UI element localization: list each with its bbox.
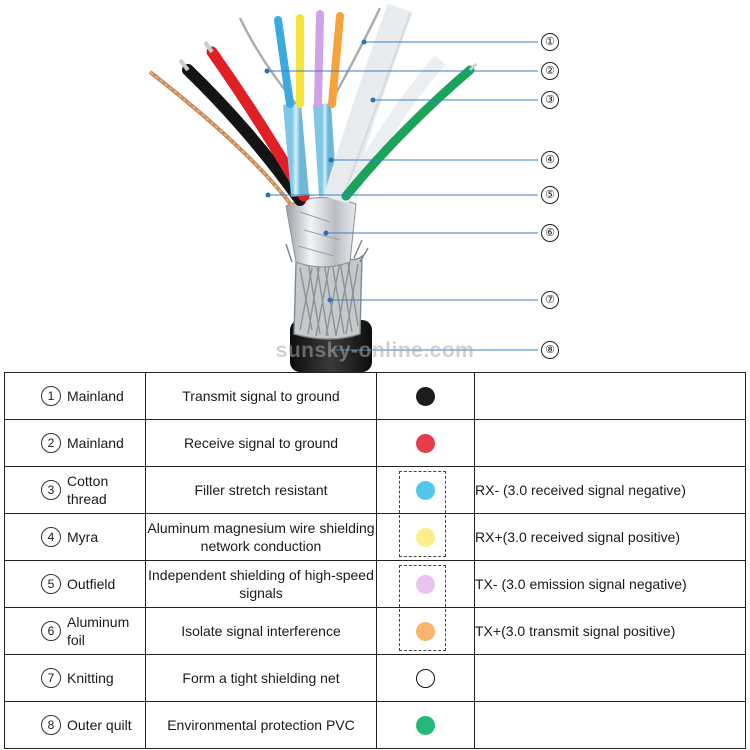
component-cell: 5 Outfield — [4, 560, 146, 608]
table-row: 8 Outer quilt Environmental protection PVC — [4, 701, 746, 749]
component-name: Outfield — [67, 576, 116, 592]
signal-note — [474, 701, 746, 749]
table-row: 4 Myra Aluminum magnesium wire shielding n… — [4, 513, 746, 561]
cotton-filler — [323, 3, 413, 204]
callout-5: ⑤ — [541, 186, 559, 204]
callout-8: ⑧ — [541, 341, 559, 359]
callout-2: ② — [541, 62, 559, 80]
table-row: 7 Knitting Form a tight shielding net — [4, 654, 746, 702]
component-name: Mainland — [67, 388, 124, 404]
row-number-badge: 7 — [41, 668, 61, 688]
component-cell: 2 Mainland — [4, 419, 146, 467]
color-cell — [376, 560, 475, 608]
shield-pair-left — [283, 103, 309, 197]
component-name: Aluminum foil — [67, 614, 130, 648]
row-number-badge: 1 — [41, 386, 61, 406]
function-description: Independent shielding of high-speed sign… — [145, 560, 377, 608]
function-description: Form a tight shielding net — [145, 654, 377, 702]
color-cell — [376, 372, 475, 420]
wire-color-swatch — [416, 433, 435, 453]
signal-note — [474, 372, 746, 420]
wire-color-swatch — [416, 715, 435, 735]
table-row: 5 Outfield Independent shielding of high-s… — [4, 560, 746, 608]
color-cell — [376, 654, 475, 702]
copper-wire — [148, 70, 294, 208]
signal-note: TX+(3.0 transmit signal positive) — [474, 607, 746, 655]
component-name: Myra — [67, 529, 99, 545]
function-description: Environmental protection PVC — [145, 701, 377, 749]
callout-4: ④ — [541, 151, 559, 169]
table-row: 6 Aluminum foil Isolate signal interferenc… — [4, 607, 746, 655]
component-name: Knitting — [67, 670, 114, 686]
shield-pair-right — [313, 103, 337, 197]
row-number-badge: 3 — [41, 480, 61, 500]
color-cell — [376, 419, 475, 467]
black-wire — [182, 64, 306, 206]
green-wire — [341, 65, 475, 201]
cable-cross-section-illustration — [148, 3, 538, 372]
callout-1: ① — [541, 33, 559, 51]
component-name: Outer quilt — [67, 717, 132, 733]
row-number-badge: 8 — [41, 715, 61, 735]
component-cell: 7 Knitting — [4, 654, 146, 702]
component-name: Cotton thread — [67, 473, 109, 507]
row-number-badge: 5 — [41, 574, 61, 594]
callout-leaders — [267, 41, 538, 351]
component-cell: 8 Outer quilt — [4, 701, 146, 749]
foil-wrap — [285, 196, 357, 268]
table-row: 2 Mainland Receive signal to ground — [4, 419, 746, 467]
orange-wire — [328, 12, 344, 108]
function-description: Receive signal to ground — [145, 419, 377, 467]
callout-7: ⑦ — [541, 291, 559, 309]
function-description: Isolate signal interference — [145, 607, 377, 655]
wire-color-swatch — [416, 668, 435, 688]
row-number-badge: 6 — [41, 621, 61, 641]
rx-pair-group-box — [399, 471, 446, 557]
color-cell — [376, 513, 475, 561]
function-description: Aluminum magnesium wire shielding networ… — [145, 513, 377, 561]
color-cell — [376, 701, 475, 749]
component-cell: 6 Aluminum foil — [4, 607, 146, 655]
wire-color-swatch — [416, 386, 435, 406]
function-description: Filler stretch resistant — [145, 466, 377, 514]
table-row: 3 Cotton thread Filler stretch resistant RX… — [4, 466, 746, 514]
wire-color-swatch — [416, 574, 435, 594]
wire-color-swatch — [416, 527, 435, 547]
callout-6: ⑥ — [541, 224, 559, 242]
component-name: Mainland — [67, 435, 124, 451]
component-cell: 1 Mainland — [4, 372, 146, 420]
wire-color-swatch — [416, 621, 435, 641]
watermark: sunsky-online.com — [275, 339, 475, 362]
component-cell: 4 Myra — [4, 513, 146, 561]
signal-note: RX+(3.0 received signal positive) — [474, 513, 746, 561]
signal-note: TX- (3.0 emission signal negative) — [474, 560, 746, 608]
row-number-badge: 4 — [41, 527, 61, 547]
blue-wire — [274, 16, 294, 108]
function-description: Transmit signal to ground — [145, 372, 377, 420]
table-row: 1 Mainland Transmit signal to ground — [4, 372, 746, 420]
callout-3: ③ — [541, 91, 559, 109]
row-number-badge: 2 — [41, 433, 61, 453]
signal-note — [474, 419, 746, 467]
tx-pair-group-box — [399, 565, 446, 651]
callout-dots — [264, 39, 376, 303]
signal-note — [474, 654, 746, 702]
purple-wire — [314, 10, 324, 108]
wire-color-swatch — [416, 480, 435, 500]
signal-note: RX- (3.0 received signal negative) — [474, 466, 746, 514]
component-cell: 3 Cotton thread — [4, 466, 146, 514]
color-cell — [376, 607, 475, 655]
